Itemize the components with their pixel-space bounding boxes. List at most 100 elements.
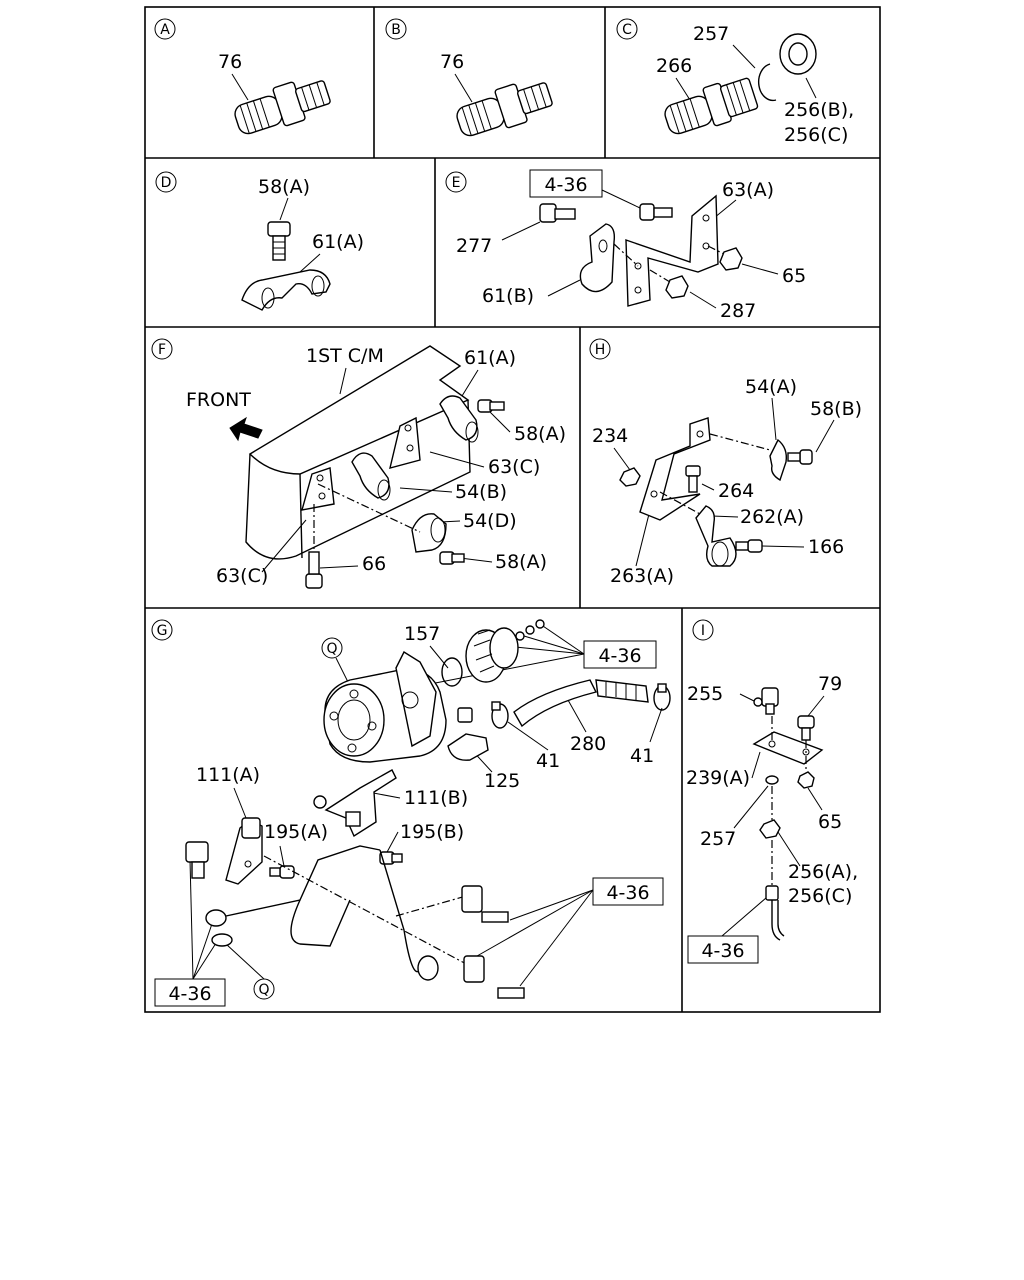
clip-61b xyxy=(579,223,616,293)
panel-e: E 4-36 63(A) 277 65 61(B) 287 xyxy=(445,169,806,322)
o-ring-157 xyxy=(441,657,463,687)
ref-box-4-36-bottom: 4-36 xyxy=(154,978,226,1007)
clip-upper xyxy=(461,885,509,923)
label-166: 166 xyxy=(808,536,844,558)
label-266: 266 xyxy=(656,55,692,77)
bolt-66 xyxy=(305,551,323,589)
label-66: 66 xyxy=(362,553,386,575)
bracket-239a xyxy=(752,731,824,765)
label-63c-right: 63(C) xyxy=(488,456,540,478)
label-58a: 58(A) xyxy=(258,176,310,198)
panel-d: D 58(A) 61(A) xyxy=(155,171,364,311)
label-63a: 63(A) xyxy=(722,179,774,201)
ref-q-bottom: Q xyxy=(253,978,275,1000)
label-277: 277 xyxy=(456,235,492,257)
label-257: 257 xyxy=(693,23,729,45)
label-61b: 61(B) xyxy=(482,285,534,307)
label-41-right: 41 xyxy=(630,745,654,767)
power-steering-pump xyxy=(323,650,447,763)
banjo-bolt xyxy=(185,841,233,947)
clip-54b xyxy=(351,452,391,501)
bolt-58a-upper xyxy=(477,399,505,413)
label-287: 287 xyxy=(720,300,756,322)
label-54b: 54(B) xyxy=(455,481,507,503)
panel-letter-i: I xyxy=(692,619,714,641)
bolt-195a xyxy=(269,865,295,879)
svg-text:B: B xyxy=(391,22,401,38)
label-76: 76 xyxy=(440,51,464,73)
label-58a-lower: 58(A) xyxy=(495,551,547,573)
svg-text:D: D xyxy=(161,175,172,191)
svg-text:F: F xyxy=(158,342,166,358)
svg-text:H: H xyxy=(595,342,606,358)
panel-a: A 76 xyxy=(154,18,331,135)
label-1st-cm: 1ST C/M xyxy=(306,345,384,367)
label-256c: 256(C) xyxy=(784,124,848,146)
panel-letter-g: G xyxy=(151,619,173,641)
label-239a: 239(A) xyxy=(686,767,750,789)
panel-letter-c: C xyxy=(616,18,638,40)
svg-text:Q: Q xyxy=(258,982,269,998)
ref-box-4-36: 4-36 xyxy=(529,169,603,198)
bracket-111a xyxy=(225,817,263,885)
ref-box-4-36-top: 4-36 xyxy=(583,640,657,669)
panel-f: F 1ST C/M FRONT 61(A) 58(A) 63(C) 54(B) … xyxy=(151,338,566,589)
bolt-58a xyxy=(267,221,291,261)
label-79: 79 xyxy=(818,673,842,695)
fitting-266 xyxy=(664,77,759,135)
bolt-58b xyxy=(787,449,813,465)
nut-65 xyxy=(797,771,815,789)
label-263a: 263(A) xyxy=(610,565,674,587)
bolt-upper xyxy=(639,203,673,221)
label-256b: 256(B), xyxy=(784,99,854,121)
label-125: 125 xyxy=(484,770,520,792)
svg-text:G: G xyxy=(157,623,168,639)
label-111b: 111(B) xyxy=(404,787,468,809)
panel-letter-f: F xyxy=(151,338,173,360)
panel-letter-h: H xyxy=(589,338,611,360)
clamp-41-right xyxy=(653,683,671,711)
washer-257 xyxy=(765,775,779,785)
bolt-79 xyxy=(797,715,815,741)
bolt-277 xyxy=(539,203,576,223)
nut-256a xyxy=(759,819,781,839)
label-256c: 256(C) xyxy=(788,885,852,907)
nut-287 xyxy=(665,275,689,299)
label-234: 234 xyxy=(592,425,628,447)
bolt-264 xyxy=(685,465,701,493)
label-41-left: 41 xyxy=(536,750,560,772)
label-65: 65 xyxy=(782,265,806,287)
svg-text:4-36: 4-36 xyxy=(598,645,641,667)
label-76: 76 xyxy=(218,51,242,73)
clip-262a xyxy=(695,505,737,567)
label-61a: 61(A) xyxy=(312,231,364,253)
label-157: 157 xyxy=(404,623,440,645)
clip-61a xyxy=(439,395,479,443)
label-262a: 262(A) xyxy=(740,506,804,528)
bracket-263a xyxy=(639,417,711,521)
label-257: 257 xyxy=(700,828,736,850)
bracket-63c-left xyxy=(301,467,335,511)
fitting-76 xyxy=(234,80,331,135)
panel-grid xyxy=(144,6,881,1013)
svg-text:I: I xyxy=(701,623,705,639)
svg-text:Q: Q xyxy=(326,641,337,657)
svg-text:4-36: 4-36 xyxy=(168,983,211,1005)
label-63c-left: 63(C) xyxy=(216,565,268,587)
fitting-255 xyxy=(753,687,779,715)
bolt-166 xyxy=(735,539,763,553)
label-111a: 111(A) xyxy=(196,764,260,786)
svg-text:C: C xyxy=(622,22,632,38)
label-54d: 54(D) xyxy=(463,510,517,532)
label-280: 280 xyxy=(570,733,606,755)
panel-c: C 257 266 256(B), 256(C) xyxy=(616,18,854,146)
clip-61a xyxy=(241,269,331,311)
nut-256 xyxy=(779,33,817,75)
panel-letter-e: E xyxy=(445,171,467,193)
ref-box-4-36: 4-36 xyxy=(687,935,759,964)
svg-text:4-36: 4-36 xyxy=(701,940,744,962)
svg-text:A: A xyxy=(160,22,170,38)
label-256a: 256(A), xyxy=(788,861,858,883)
bracket-111b xyxy=(313,769,397,838)
